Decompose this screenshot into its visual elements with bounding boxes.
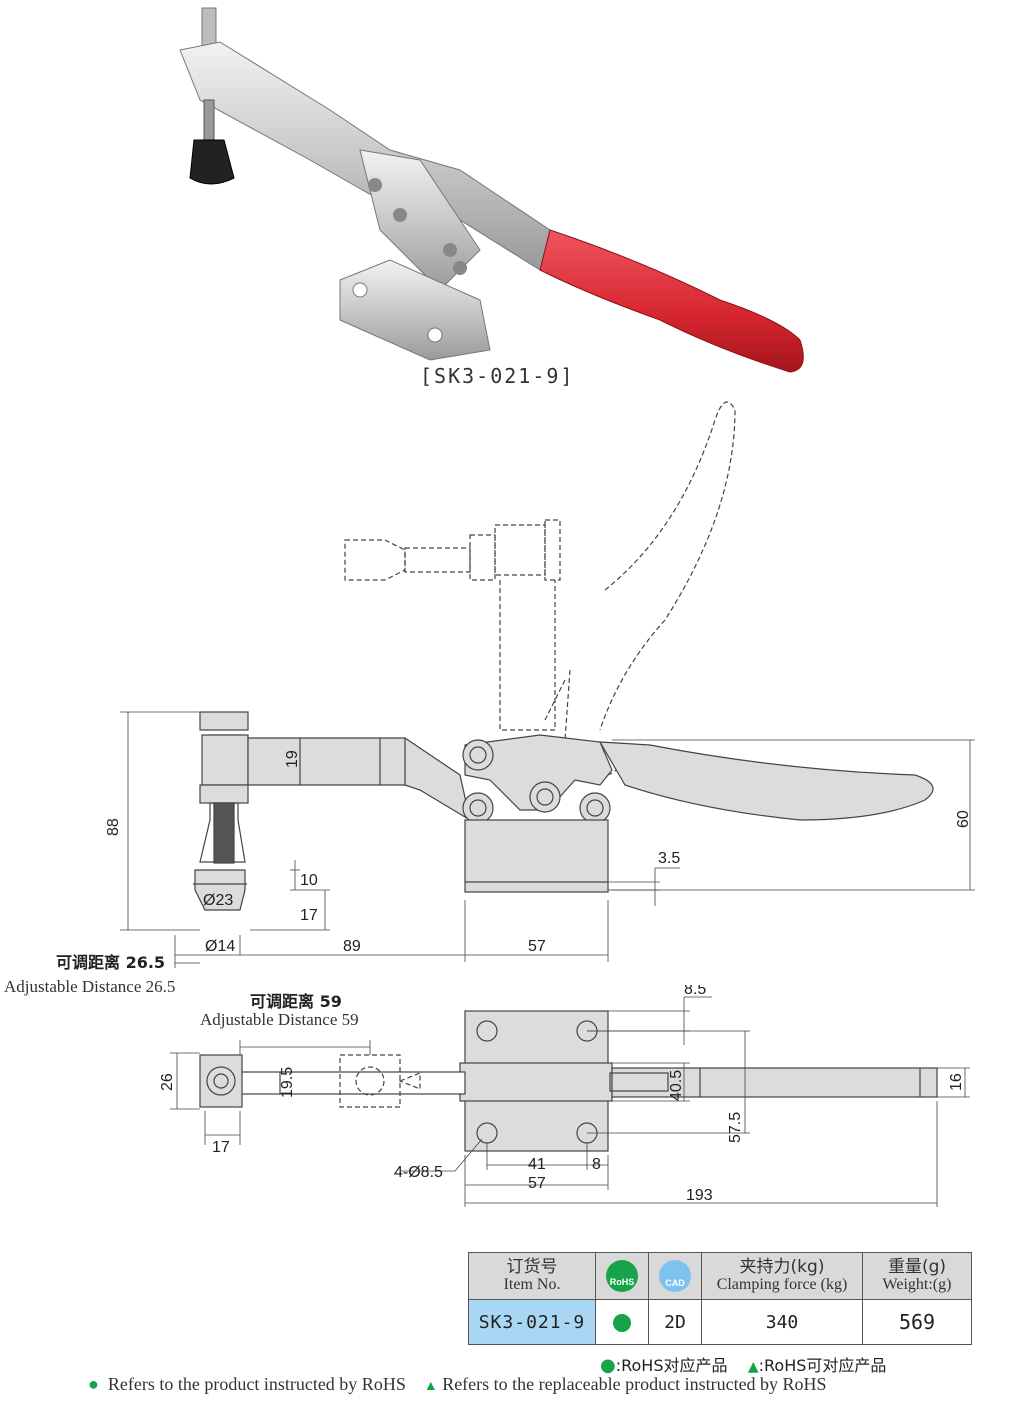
dim-3-5: 3.5 [658,850,680,867]
legend-replace-cn: :RoHS可对应产品 [758,1356,887,1375]
dim-dia23: Ø23 [203,892,233,909]
dim-193: 193 [686,1187,713,1204]
product-photo [179,7,804,373]
green-triangle-icon: ▲ [747,1359,759,1375]
spec-data-row: SK3-021-9 2D 340 569 [468,1299,972,1345]
header-force: 夹持力(kg) Clamping force (kg) [701,1252,863,1300]
dim-57: 57 [528,938,546,955]
dim-26: 26 [159,1073,176,1091]
dim-19: 19 [284,750,301,768]
legend-replace-en: Refers to the replaceable product instru… [442,1374,827,1394]
product-caption: [SK3-021-9] [420,364,575,388]
legend-cn: ●:RoHS对应产品 ▲:RoHS可对应产品 [600,1352,886,1376]
dim-8: 8 [592,1156,601,1173]
dim-17: 17 [300,907,318,924]
dim-17-top: 17 [212,1139,230,1156]
side-view-drawing: 19 88 60 3.5 10 17 Ø23 Ø14 89 57 可调距离 26… [4,401,975,996]
header-cad: CAD [648,1252,702,1300]
dim-60: 60 [955,810,972,828]
item-number-cell: SK3-021-9 [468,1299,596,1345]
spec-table: 订货号 Item No. RoHS CAD 夹持力(kg) Clamping f… [468,1252,972,1345]
dim-8-5: 8.5 [684,985,706,998]
dim-holes: 4-Ø8.5 [394,1164,443,1181]
adjust-label-en: Adjustable Distance 26.5 [4,977,175,996]
rohs-cell [595,1299,649,1345]
force-cell: 340 [701,1299,863,1345]
green-dot-icon: ● [600,1355,616,1376]
spec-header-row: 订货号 Item No. RoHS CAD 夹持力(kg) Clamping f… [468,1252,972,1300]
dim-16: 16 [948,1073,965,1091]
header-weight: 重量(g) Weight:(g) [862,1252,972,1300]
legend-rohs-cn: :RoHS对应产品 [615,1356,728,1375]
weight-cell: 569 [862,1299,972,1345]
dim-57-5: 57.5 [727,1112,744,1143]
rohs-icon: RoHS [606,1260,638,1292]
green-dot-icon: ● [88,1374,99,1394]
spindle [193,802,247,911]
green-triangle-icon: ▲ [423,1379,438,1394]
dim-57-top: 57 [528,1175,546,1192]
header-rohs: RoHS [595,1252,649,1300]
dim-41: 41 [528,1156,546,1173]
header-item: 订货号 Item No. [468,1252,596,1300]
dim-dia14: Ø14 [205,938,235,955]
rohs-dot-icon [613,1314,631,1333]
dim-89: 89 [343,938,361,955]
cad-icon: CAD [659,1260,691,1292]
top-adjust-label-en: Adjustable Distance 59 [200,1010,359,1029]
dim-88: 88 [105,818,122,836]
legend-rohs-en: Refers to the product instructed by RoHS [107,1374,406,1394]
top-adjust-label-cn: 可调距离 59 [250,992,342,1011]
dim-40-5: 40.5 [668,1070,685,1101]
clamp-arm [199,711,471,822]
cad-cell: 2D [648,1299,702,1345]
dim-10: 10 [300,872,318,889]
legend-en: ● Refers to the product instructed by Ro… [88,1374,827,1395]
adjust-label-cn: 可调距离 26.5 [56,953,165,972]
clamp-base [464,819,609,893]
handle-outline [598,741,934,821]
top-view-drawing: 可调距离 59 Adjustable Distance 59 [159,985,970,1207]
dim-19-5: 19.5 [279,1067,296,1098]
